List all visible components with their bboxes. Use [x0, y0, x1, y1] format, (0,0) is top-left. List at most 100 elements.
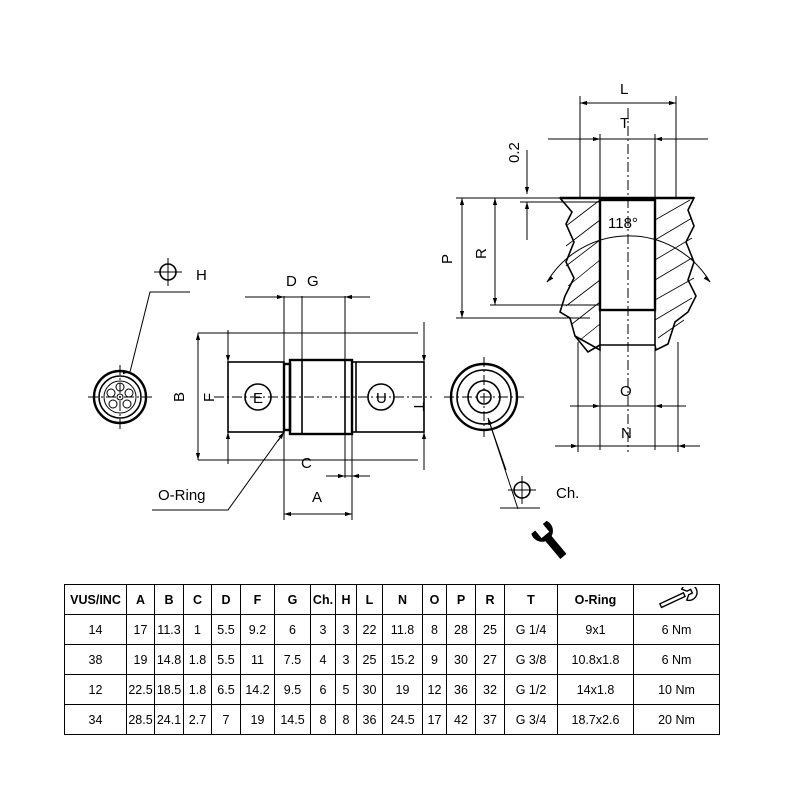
table-cell: 24.1	[154, 704, 184, 735]
label-T-top: T	[620, 115, 629, 132]
table-cell: 24.5	[382, 704, 423, 735]
table-cell: 1.8	[183, 644, 212, 675]
table-cell: 5	[335, 674, 357, 705]
table-cell: 7	[211, 704, 241, 735]
header-cell: O	[422, 584, 447, 615]
table-cell: 8	[310, 704, 336, 735]
table-cell: 36	[356, 704, 383, 735]
table-cell: 11.3	[154, 614, 184, 645]
table-cell: G 1/2	[504, 674, 558, 705]
table-cell: 17	[126, 614, 155, 645]
table-cell: 11.8	[382, 614, 423, 645]
table-cell: 9	[422, 644, 447, 675]
table-cell: 9.5	[274, 674, 311, 705]
label-P: P	[439, 254, 456, 264]
label-G: G	[307, 273, 319, 290]
label-T-side: T	[410, 402, 427, 411]
wrench-icon	[658, 583, 698, 609]
table-cell: 14x1.8	[557, 674, 634, 705]
table-cell: 19	[126, 644, 155, 675]
label-L: L	[620, 81, 628, 98]
label-E: E	[253, 390, 263, 407]
table-cell: G 3/4	[504, 704, 558, 735]
table-cell: 15.2	[382, 644, 423, 675]
table-cell: 11	[240, 644, 275, 675]
table-cell: 20 Nm	[633, 704, 720, 735]
label-D: D	[286, 273, 297, 290]
label-F: F	[201, 393, 218, 402]
table-cell: 28	[446, 614, 476, 645]
spec-table: VUS/INC A B C D F G Ch. H L N O P R T O-…	[64, 583, 720, 735]
header-cell: N	[382, 584, 423, 615]
table-cell: 6 Nm	[633, 644, 720, 675]
table-cell: 6	[274, 614, 311, 645]
header-cell: Ch.	[310, 584, 336, 615]
table-cell: 3	[310, 614, 336, 645]
header-cell: F	[240, 584, 275, 615]
header-cell: G	[274, 584, 311, 615]
table-cell: 5.5	[211, 614, 241, 645]
header-cell: H	[335, 584, 357, 615]
table-cell: 3	[335, 644, 357, 675]
table-cell: 10.8x1.8	[557, 644, 634, 675]
label-C: C	[301, 455, 312, 472]
table-cell: 30	[446, 644, 476, 675]
table-cell: 4	[310, 644, 336, 675]
table-cell: 28.5	[126, 704, 155, 735]
table-cell: 14.2	[240, 674, 275, 705]
header-cell: L	[356, 584, 383, 615]
table-cell: 22.5	[126, 674, 155, 705]
table-cell: 25	[356, 644, 383, 675]
position-symbol-icon-2	[508, 476, 536, 504]
header-cell: O-Ring	[557, 584, 634, 615]
table-cell: 18.7x2.6	[557, 704, 634, 735]
label-A: A	[312, 489, 322, 506]
table-cell: 6.5	[211, 674, 241, 705]
table-header-row: VUS/INC A B C D F G Ch. H L N O P R T O-…	[64, 583, 720, 615]
left-end-view	[88, 365, 152, 429]
header-wrench-icon	[633, 583, 720, 615]
table-cell: 6	[310, 674, 336, 705]
header-cell: B	[154, 584, 184, 615]
table-cell: 17	[422, 704, 447, 735]
position-symbol-icon	[154, 258, 182, 286]
table-cell: 8	[335, 704, 357, 735]
wrench-icon	[531, 520, 567, 559]
label-O: O	[620, 383, 632, 400]
header-cell: C	[183, 584, 212, 615]
label-B: B	[171, 392, 188, 402]
table-cell: 14.5	[274, 704, 311, 735]
table-cell: 18.5	[154, 674, 184, 705]
table-cell: 25	[475, 614, 505, 645]
table-cell: 1	[183, 614, 212, 645]
table-cell: 5.5	[211, 644, 241, 675]
fitting-side-view: E U	[197, 296, 432, 520]
table-cell: 42	[446, 704, 476, 735]
table-cell: 8	[422, 614, 447, 645]
table-cell: 3	[335, 614, 357, 645]
table-cell: G 3/8	[504, 644, 558, 675]
table-cell: 10 Nm	[633, 674, 720, 705]
table-cell: 7.5	[274, 644, 311, 675]
label-U: U	[376, 390, 387, 407]
label-angle: 118°	[608, 215, 638, 232]
table-cell: 2.7	[183, 704, 212, 735]
header-cell: P	[446, 584, 476, 615]
table-cell: 37	[475, 704, 505, 735]
header-cell: VUS/INC	[64, 584, 127, 615]
right-end-view	[444, 357, 524, 437]
label-oring: O-Ring	[158, 487, 206, 504]
table-cell: 27	[475, 644, 505, 675]
label-Ch: Ch.	[556, 485, 579, 502]
table-cell: G 1/4	[504, 614, 558, 645]
header-cell: D	[211, 584, 241, 615]
table-cell: 19	[240, 704, 275, 735]
table-cell: 9.2	[240, 614, 275, 645]
table-cell: 6 Nm	[633, 614, 720, 645]
table-cell: 19	[382, 674, 423, 705]
table-cell: 22	[356, 614, 383, 645]
